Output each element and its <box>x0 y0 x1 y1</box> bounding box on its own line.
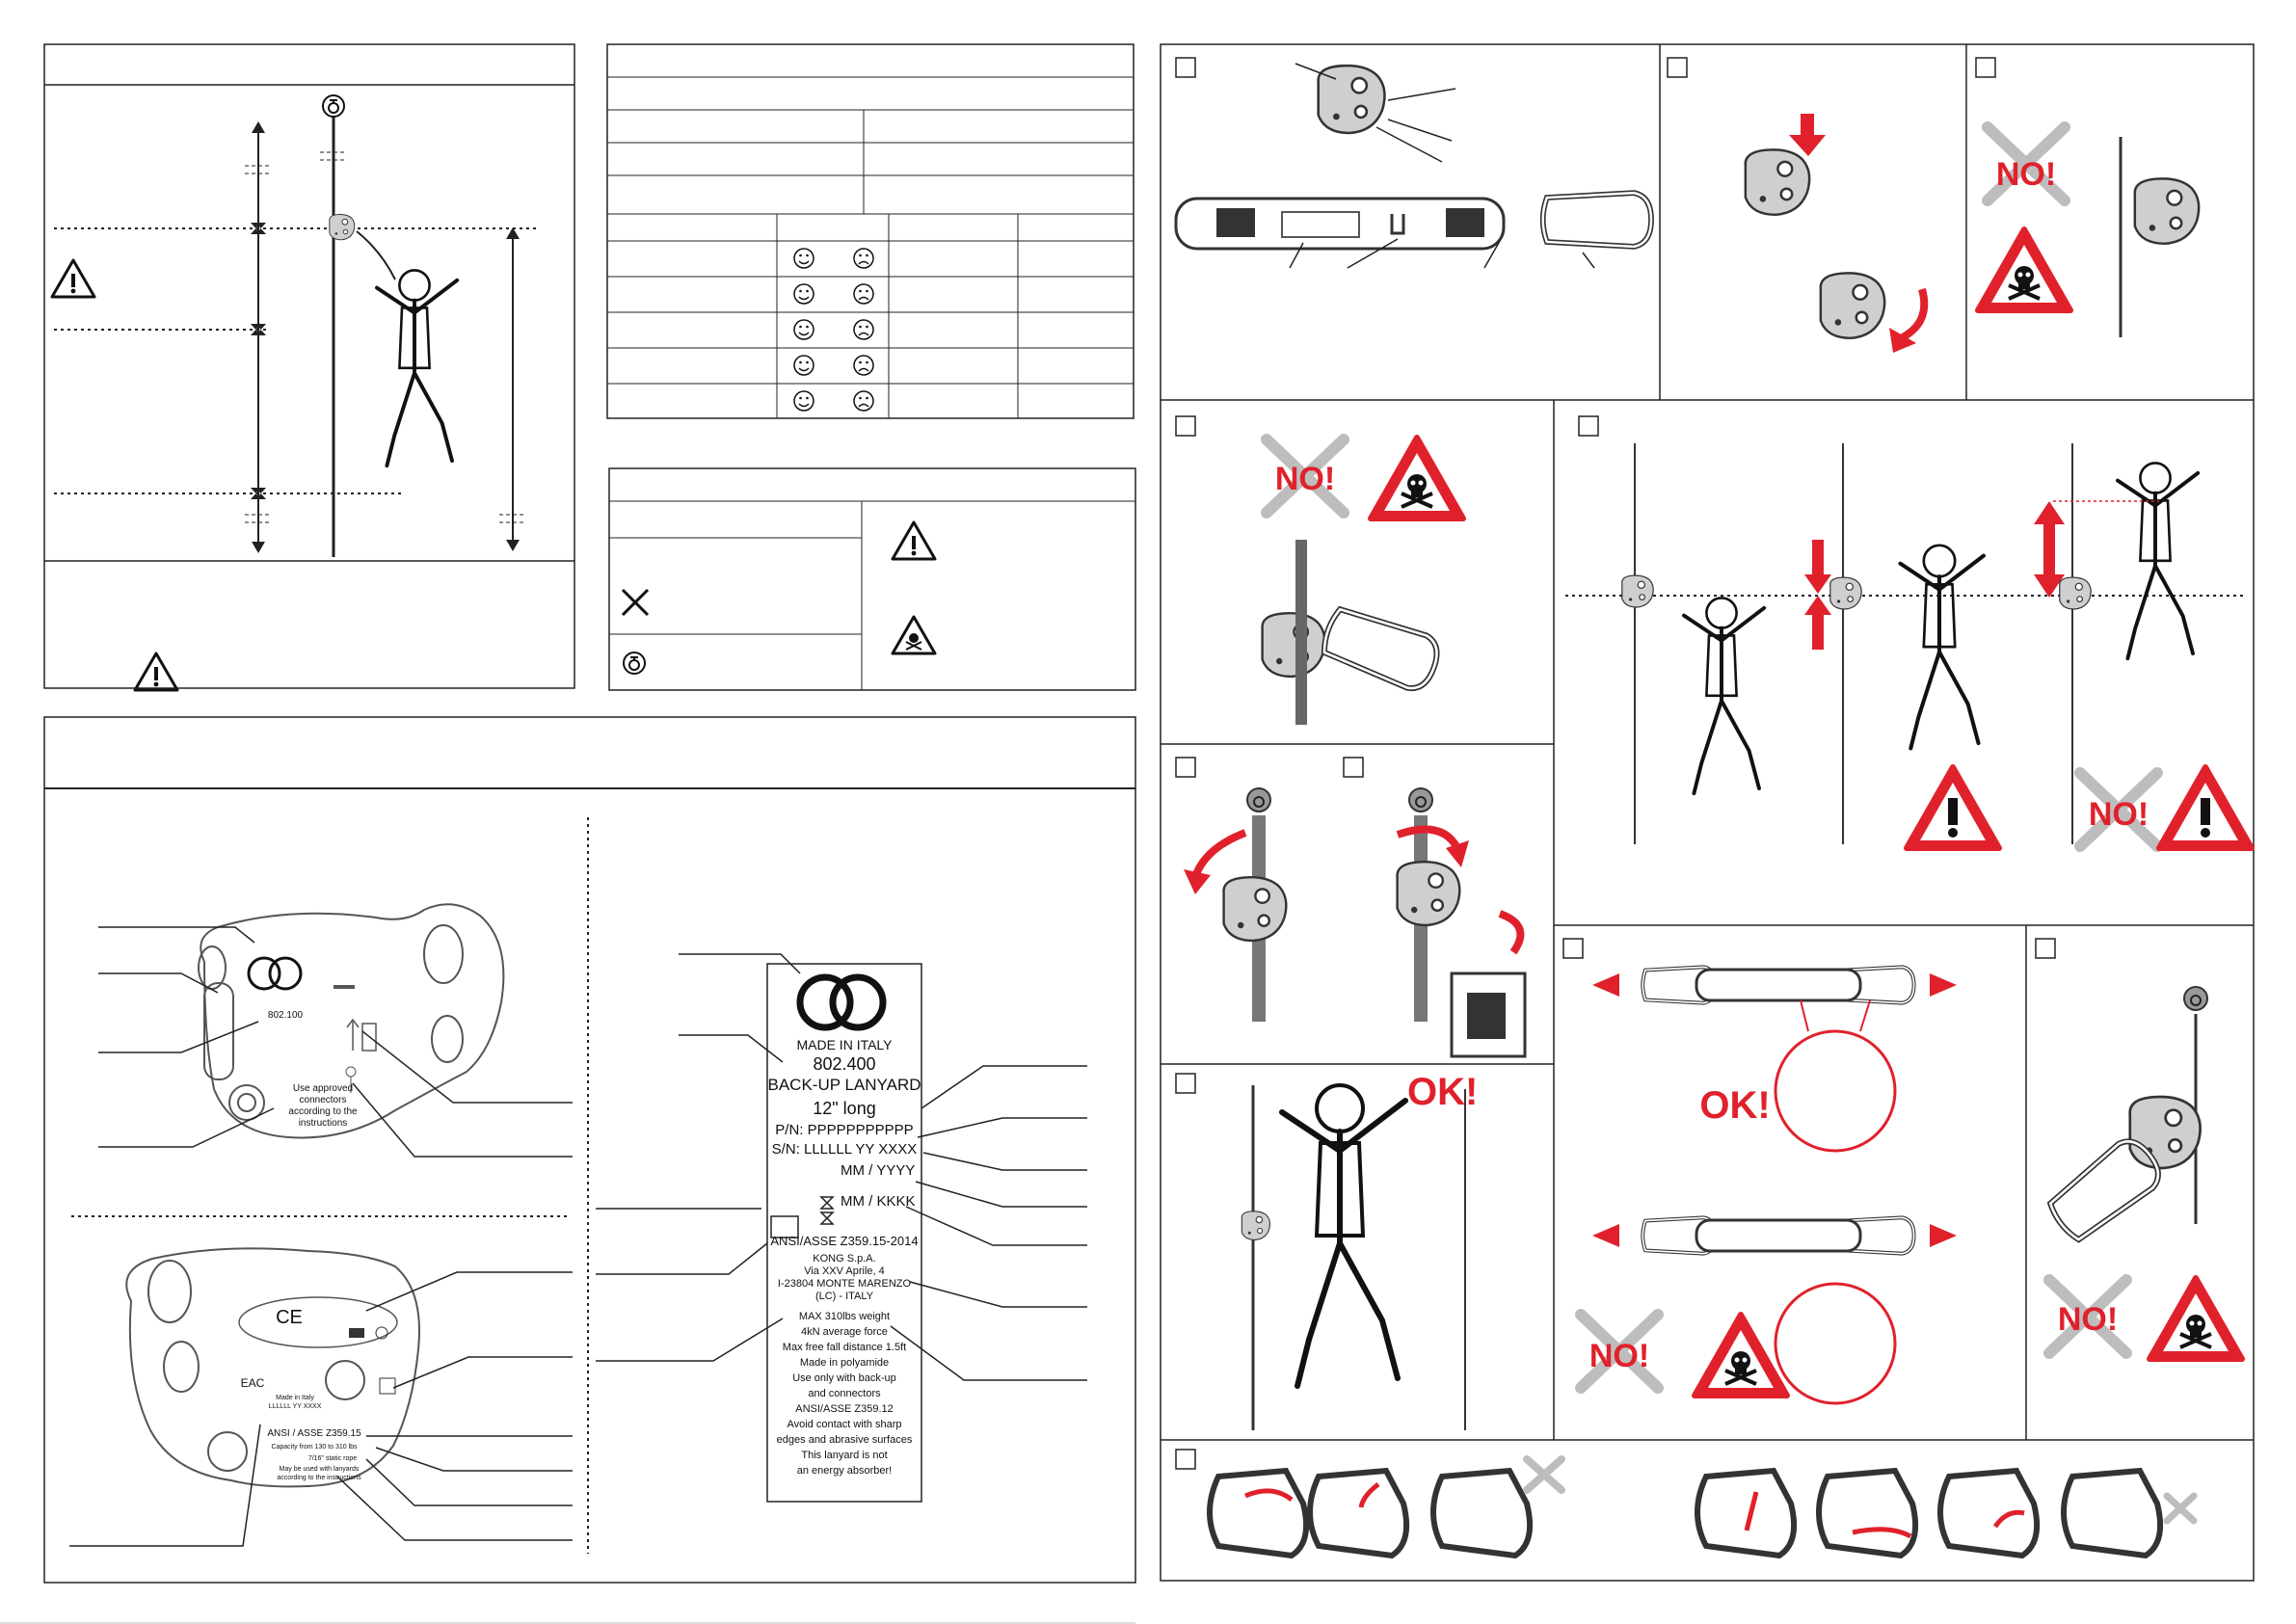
device-capacity: Capacity from 130 to 310 lbs <box>271 1444 358 1451</box>
tag-maker: KONG S.p.A. Via XXV Aprile, 4 I-23804 MO… <box>777 1253 912 1302</box>
ce-mark: CE <box>276 1307 303 1328</box>
svg-text:OK!: OK! <box>1699 1084 1770 1127</box>
eac-mark: EAC <box>240 1376 265 1390</box>
smiley-icon <box>793 248 814 269</box>
no-cross-icon <box>621 588 650 617</box>
markings-panel <box>43 716 1136 1584</box>
symbols-legend <box>608 467 1136 691</box>
anchor-icon <box>322 94 345 118</box>
tag-date2: MM / KKKK <box>841 1193 916 1210</box>
tag-sn: S/N: LLLLLL YY XXXX <box>771 1141 918 1158</box>
tag-specs: MAX 310lbs weight 4kN average force Max … <box>776 1311 913 1477</box>
ok-mark: OK! <box>1407 1071 1478 1113</box>
device-note: Use approved connectors according to the… <box>288 1083 358 1129</box>
tag-made-in: MADE IN ITALY <box>796 1037 893 1052</box>
hourglass-icon <box>819 1196 835 1210</box>
tag-pn: P/N: PPPPPPPPPPP <box>775 1122 914 1138</box>
book-info-icon <box>770 1215 799 1238</box>
svg-text:NO!: NO! <box>2089 796 2149 833</box>
tag-date1: MM / YYYY <box>841 1162 916 1179</box>
inspection-table <box>606 43 1135 419</box>
frowny-icon <box>853 248 874 269</box>
device-made: Made in Italy LLLLLL YY XXXX <box>268 1395 322 1410</box>
illustration-grid: NO! NO! NO! <box>1160 43 2254 1582</box>
tag-standard: ANSI/ASSE Z359.15-2014 <box>770 1234 919 1248</box>
warning-icon <box>50 258 96 299</box>
warning-icon <box>133 652 179 692</box>
device-standard: ANSI / ASSE Z359.15 <box>267 1428 361 1439</box>
svg-text:NO!: NO! <box>1275 461 1335 497</box>
tag-length: 12" long <box>813 1099 876 1118</box>
tag-code: 802.400 <box>813 1054 876 1074</box>
no-mark: NO! <box>1996 156 2056 193</box>
device-usage: May be used with lanyards according to t… <box>277 1466 361 1481</box>
svg-text:NO!: NO! <box>2058 1301 2118 1338</box>
device-rope: 7/16" static rope <box>307 1455 358 1462</box>
kong-italy-logo <box>796 973 887 1031</box>
device-code: 802.100 <box>267 1010 304 1021</box>
kong-logo <box>247 956 303 991</box>
tag-name: BACK-UP LANYARD <box>767 1076 921 1094</box>
danger-skull-icon <box>891 615 937 655</box>
svg-text:NO!: NO! <box>1589 1338 1649 1374</box>
fall-clearance-panel <box>43 43 575 692</box>
